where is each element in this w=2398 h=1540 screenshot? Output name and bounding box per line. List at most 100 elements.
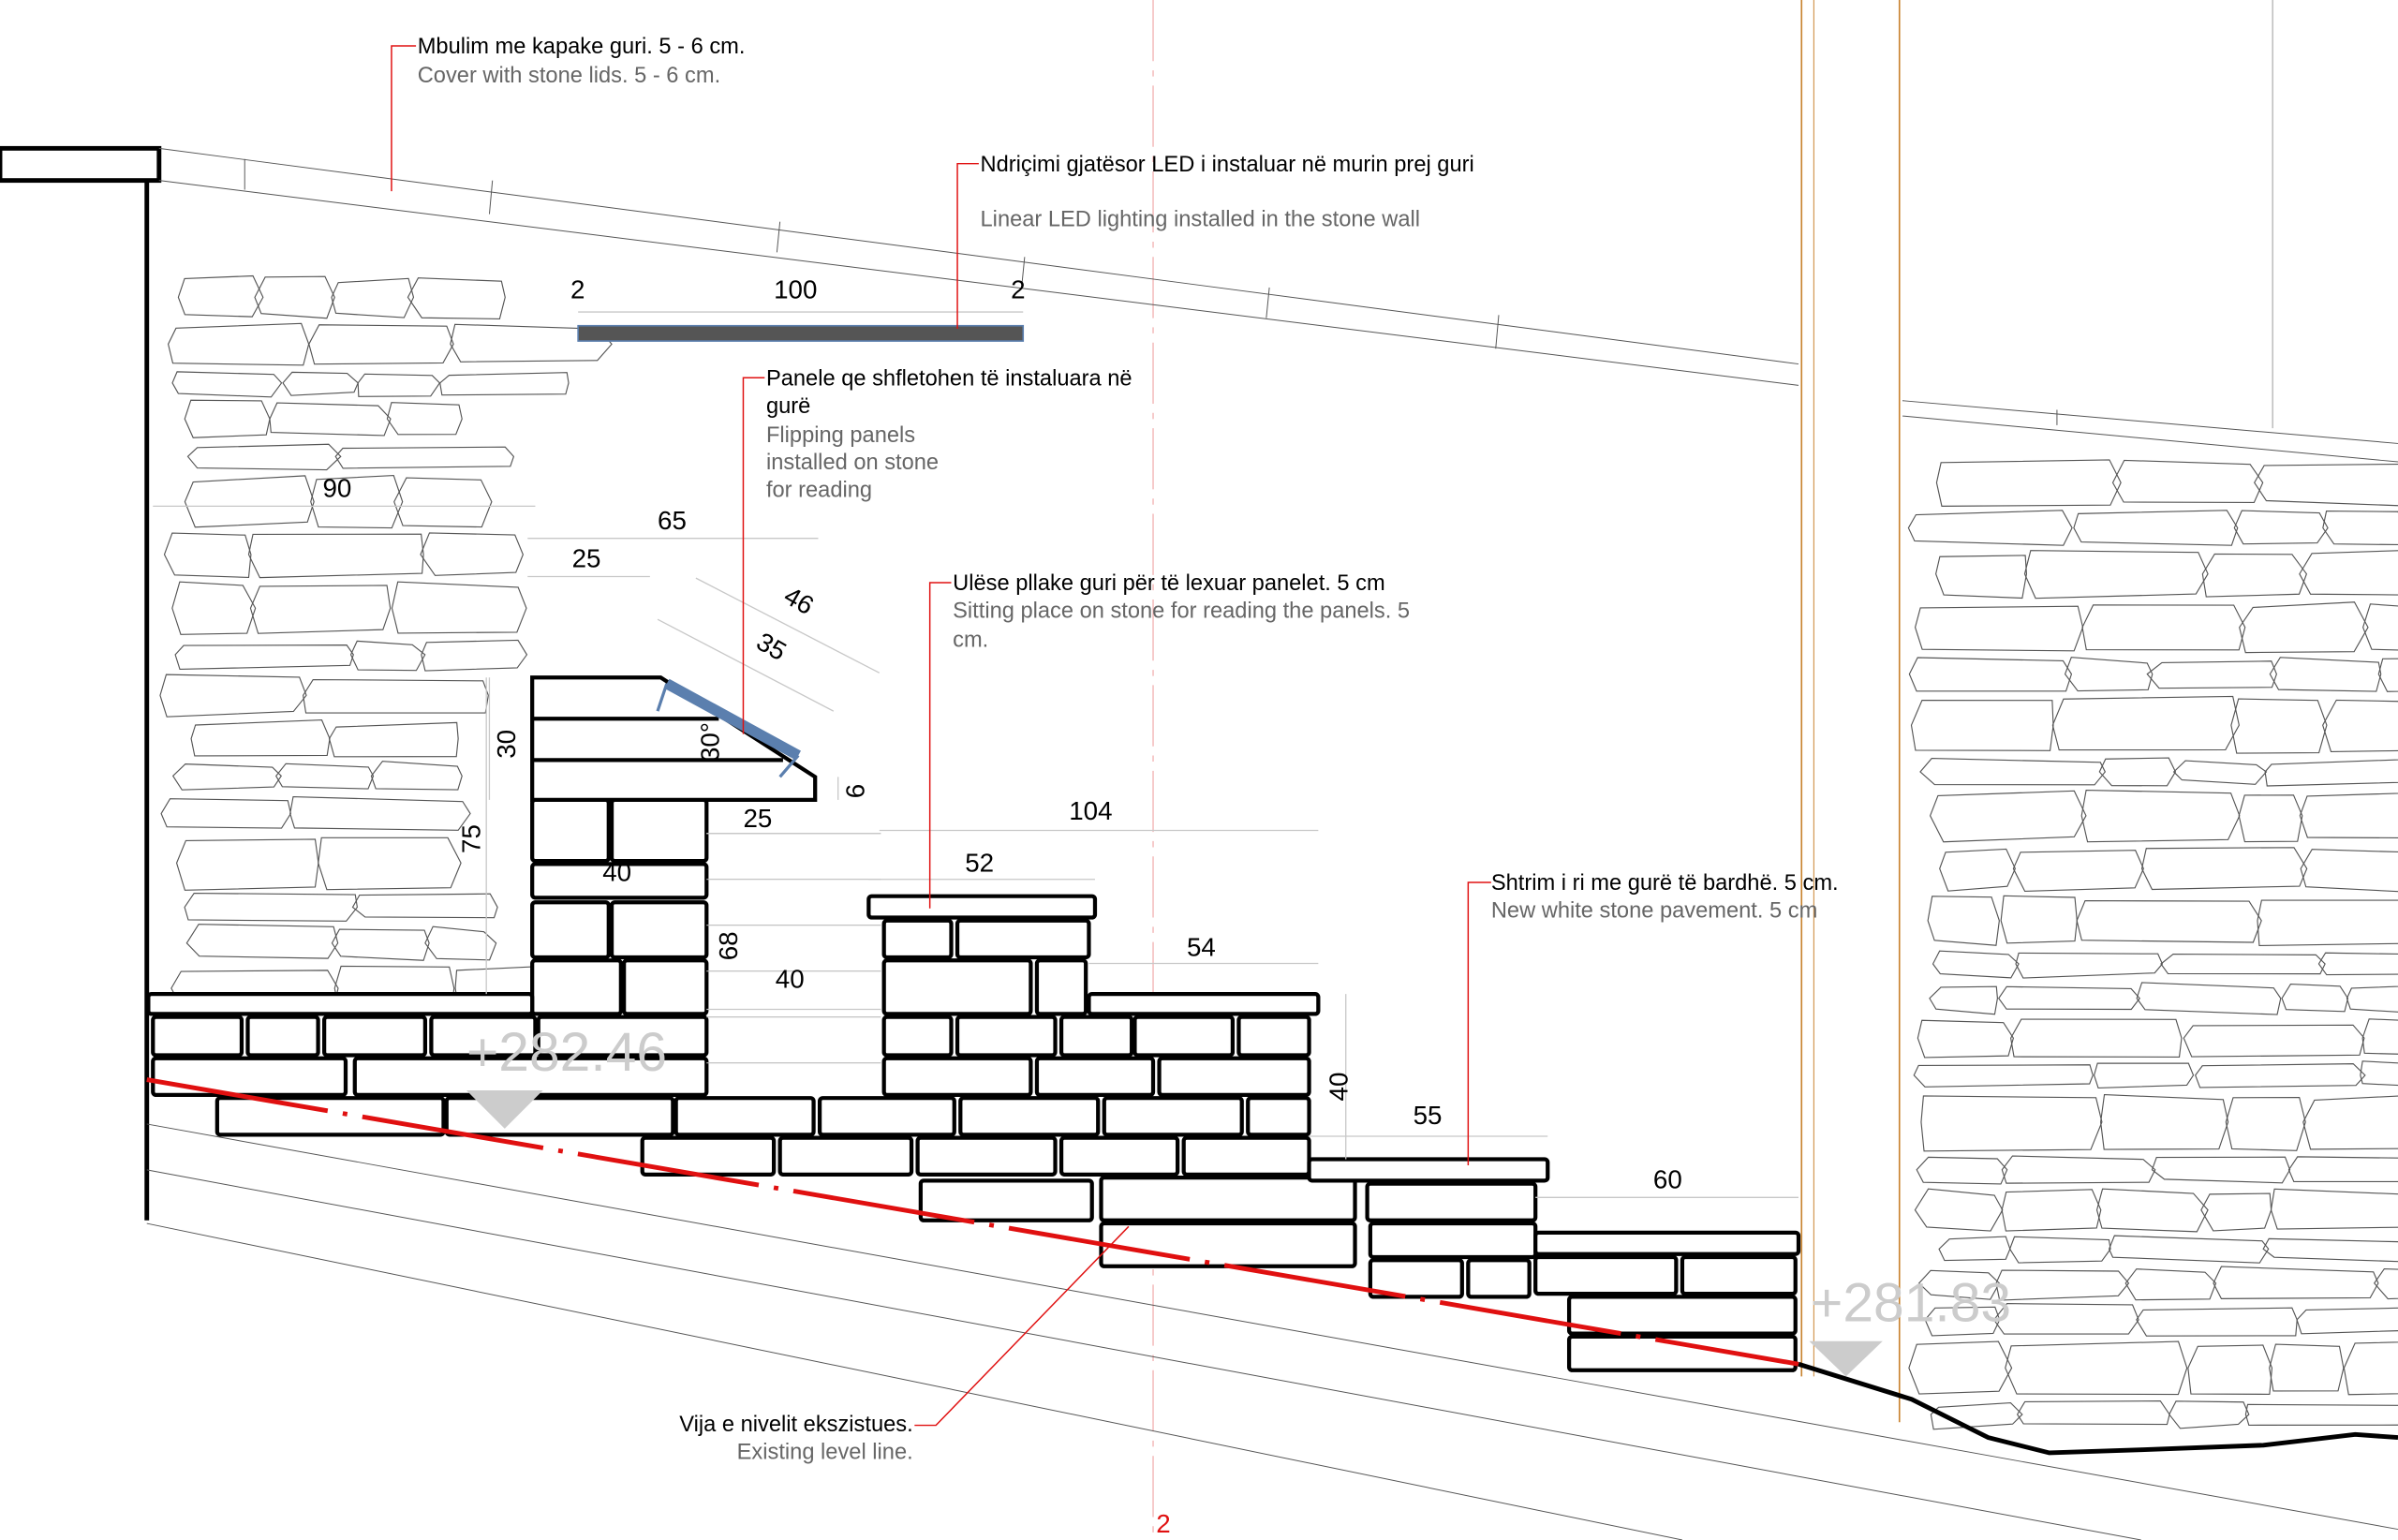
stone-outline — [184, 399, 271, 438]
note-leaders — [391, 45, 1491, 1427]
stone-outline — [1938, 1236, 2011, 1262]
stone-outline — [2300, 849, 2398, 893]
stone-outline — [2373, 1267, 2398, 1300]
stone-outline — [310, 474, 404, 529]
note-led-sq: Ndriçimi gjatësor LED i instaluar në mur… — [981, 153, 1474, 177]
stone-outline — [2111, 459, 2264, 504]
stone-outline — [386, 402, 463, 436]
stone-outline — [275, 763, 375, 790]
dim-75: 75 — [457, 824, 486, 853]
stone-outline — [424, 925, 497, 961]
stone-outline — [2051, 695, 2240, 751]
stone-outline — [167, 322, 310, 366]
stone-outline — [439, 372, 570, 396]
note-level-line-sq: Vija e nivelit ekszistues. — [679, 1413, 912, 1437]
stone-outline — [1914, 1188, 2004, 1232]
stone-outline — [2201, 553, 2308, 598]
stone-block — [955, 1014, 1058, 1058]
stone-outline — [2296, 1307, 2398, 1335]
stone-outline — [184, 893, 358, 922]
note-seat-sq: Ulëse pllake guri për të lexuar panelet.… — [953, 571, 1385, 596]
stone-outline — [1992, 1303, 2139, 1335]
stone-outline — [289, 795, 471, 831]
stone-block — [1181, 1135, 1311, 1177]
stone-outline — [1932, 950, 2020, 979]
stone-outline — [2012, 850, 2144, 893]
stone-outline — [171, 763, 282, 791]
stone-outline — [1913, 1064, 2094, 1088]
stone-block — [1533, 1254, 1679, 1296]
stone-block — [1246, 1096, 1311, 1137]
stone-outline — [2098, 757, 2177, 787]
dim-65: 65 — [658, 506, 687, 535]
stone-outline — [269, 402, 392, 437]
stone-outline — [171, 371, 283, 398]
stone-outline — [2100, 1094, 2229, 1150]
note-panels-en-1: Flipping panels — [766, 423, 915, 448]
stone-outline — [1917, 1269, 2001, 1300]
dim-60: 60 — [1653, 1165, 1682, 1194]
note-led-en: Linear LED lighting installed in the sto… — [981, 208, 1420, 232]
stone-outline — [357, 373, 441, 397]
stone-block — [674, 1096, 816, 1137]
stone-block — [146, 992, 535, 1016]
stone-outline — [1929, 790, 2087, 843]
stone-outline — [2169, 1400, 2250, 1429]
stone-block — [1365, 1181, 1538, 1222]
stone-block — [530, 862, 709, 900]
stone-outline — [2269, 657, 2382, 692]
stone-outline — [2016, 1400, 2170, 1426]
stone-block — [322, 1014, 427, 1058]
stone-outline — [186, 443, 342, 471]
stone-block — [1087, 992, 1321, 1016]
dim-104: 104 — [1069, 796, 1112, 825]
stone-outline — [1930, 1401, 2023, 1430]
note-seat-en-2: cm. — [953, 629, 988, 653]
stone-block — [915, 1135, 1058, 1177]
dimension-labels: 2 100 2 90 65 25 46 35 30 30° 6 25 75 40… — [322, 274, 1681, 1193]
stone-outline — [331, 928, 430, 961]
dim-54: 54 — [1187, 932, 1216, 961]
stone-outline — [2015, 952, 2164, 979]
note-pavement-en: New white stone pavement. 5 cm — [1491, 899, 1817, 924]
stone-outline — [2377, 658, 2398, 692]
stone-outline — [2257, 899, 2398, 946]
dim-68: 68 — [714, 931, 743, 960]
stone-outline — [2108, 1235, 2270, 1264]
stone-block — [881, 958, 1033, 1016]
stone-block — [1058, 1014, 1134, 1058]
stone-outline — [1935, 459, 2122, 507]
stone-outline — [2299, 550, 2398, 596]
dim-led-length: 100 — [774, 274, 817, 304]
stone-outline — [175, 838, 319, 891]
dim-35: 35 — [751, 627, 791, 666]
stone-outline — [2195, 1063, 2366, 1088]
stone-block — [958, 1096, 1101, 1137]
stone-outline — [2081, 604, 2246, 651]
stone-outline — [2238, 794, 2303, 843]
stone-block — [1099, 1221, 1357, 1268]
dim-30deg: 30° — [695, 722, 724, 762]
stone-block — [530, 958, 623, 1016]
stone-block — [1566, 1295, 1798, 1336]
stone-block — [918, 1178, 1094, 1222]
stone-coping — [158, 147, 2398, 463]
stone-block — [536, 1014, 709, 1058]
stone-outline — [2254, 463, 2398, 507]
dim-25b: 25 — [743, 804, 772, 833]
stone-outline — [2136, 1307, 2298, 1337]
stone-block — [777, 1135, 914, 1177]
stone-outline — [2322, 699, 2398, 752]
stone-outline — [2225, 1096, 2306, 1151]
stone-outline — [2244, 1403, 2398, 1426]
stone-outline — [351, 893, 498, 919]
stone-outline — [1998, 985, 2140, 1011]
stone-outline — [391, 581, 527, 634]
stone-outline — [1914, 605, 2084, 652]
stone-outline — [2361, 1018, 2398, 1055]
stone-outline — [2151, 1156, 2291, 1184]
stone-block — [151, 1014, 244, 1058]
dim-led-right: 2 — [1011, 274, 1025, 304]
stone-outline — [177, 274, 264, 318]
